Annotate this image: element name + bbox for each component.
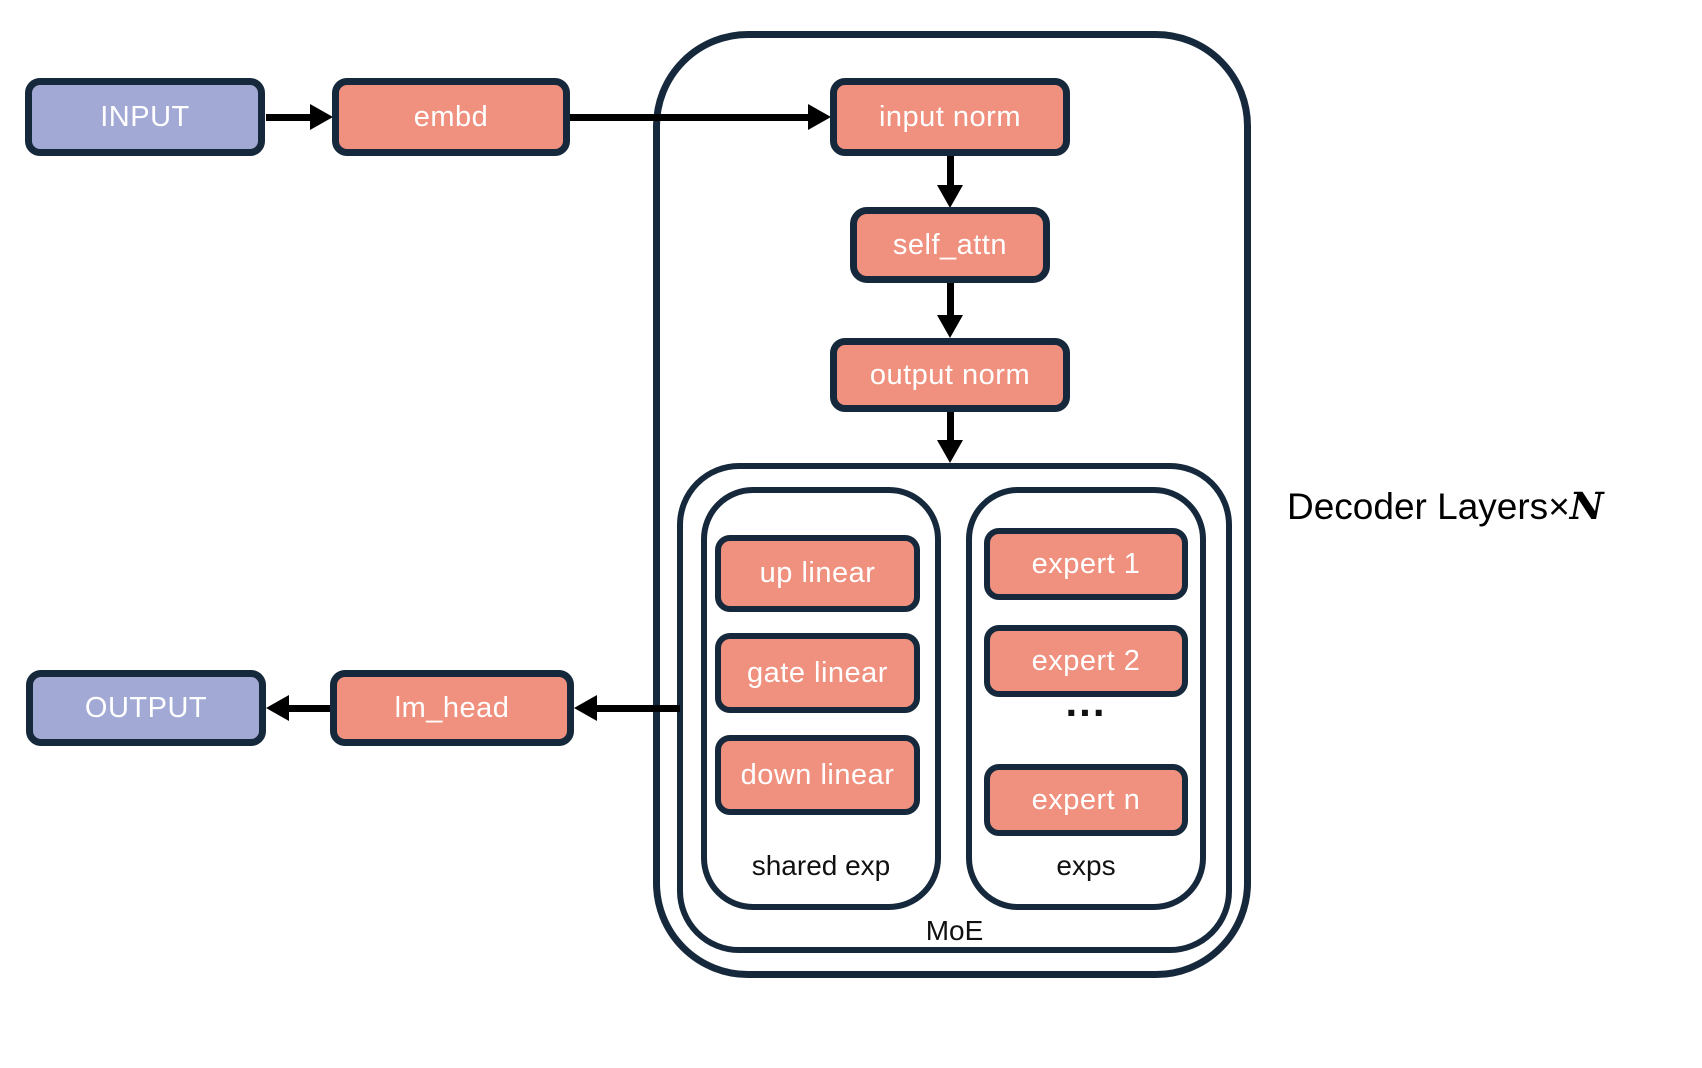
node-self-attn-label: self_attn (892, 228, 1008, 261)
decoder-layers-label: Decoder Layers×N (1287, 484, 1604, 528)
arrow-line (596, 705, 680, 712)
moe-container (677, 463, 1232, 953)
node-expert-n-label: expert n (1031, 783, 1141, 816)
arrow-head (808, 104, 831, 130)
exps-container (966, 487, 1206, 910)
node-expert-n: expert n (984, 764, 1188, 836)
node-expert-2-label: expert 2 (1031, 644, 1141, 677)
arrow-line (266, 114, 312, 121)
node-down-linear: down linear (715, 735, 920, 815)
arrow-line (288, 705, 331, 712)
node-up-linear-label: up linear (759, 557, 876, 589)
decoder-layers-label-prefix: Decoder Layers (1287, 486, 1549, 527)
moe-label: MoE (925, 915, 984, 946)
node-expert-1: expert 1 (984, 528, 1188, 600)
experts-ellipsis: ... (1065, 678, 1107, 725)
arrow-line (570, 114, 810, 121)
node-gate-linear-label: gate linear (747, 656, 888, 689)
node-output-norm: output norm (830, 338, 1070, 412)
node-lm-head-label: lm_head (394, 691, 510, 724)
arrow-head (266, 695, 289, 721)
arrow-head (937, 315, 963, 338)
arrow-head (574, 695, 597, 721)
node-input-norm-label: input norm (878, 100, 1021, 133)
node-expert-1-label: expert 1 (1031, 547, 1141, 580)
node-embd: embd (332, 78, 570, 156)
arrow-head (937, 440, 963, 463)
node-down-linear-label: down linear (740, 758, 895, 791)
decoder-layers-container (653, 31, 1251, 978)
arrow-line (947, 412, 954, 442)
arrow-head (937, 185, 963, 208)
exps-label: exps (1056, 850, 1116, 881)
shared-exp-label: shared exp (751, 850, 891, 881)
node-self-attn: self_attn (850, 207, 1050, 283)
node-input-norm: input norm (830, 78, 1070, 156)
arrow-line (947, 156, 954, 187)
node-expert-2: expert 2 (984, 625, 1188, 697)
node-output: OUTPUT (26, 670, 266, 746)
node-input: INPUT (25, 78, 265, 156)
times-symbol: × (1548, 486, 1570, 527)
node-up-linear: up linear (715, 535, 920, 612)
decoder-layers-label-n: N (1569, 484, 1604, 528)
node-embd-label: embd (413, 100, 489, 133)
arrow-line (947, 283, 954, 317)
node-output-label: OUTPUT (84, 691, 208, 724)
arrow-head (310, 104, 333, 130)
shared-exp-container (701, 487, 941, 910)
node-gate-linear: gate linear (715, 633, 920, 713)
node-output-norm-label: output norm (869, 358, 1031, 391)
node-input-label: INPUT (100, 100, 190, 133)
node-lm-head: lm_head (330, 670, 574, 746)
